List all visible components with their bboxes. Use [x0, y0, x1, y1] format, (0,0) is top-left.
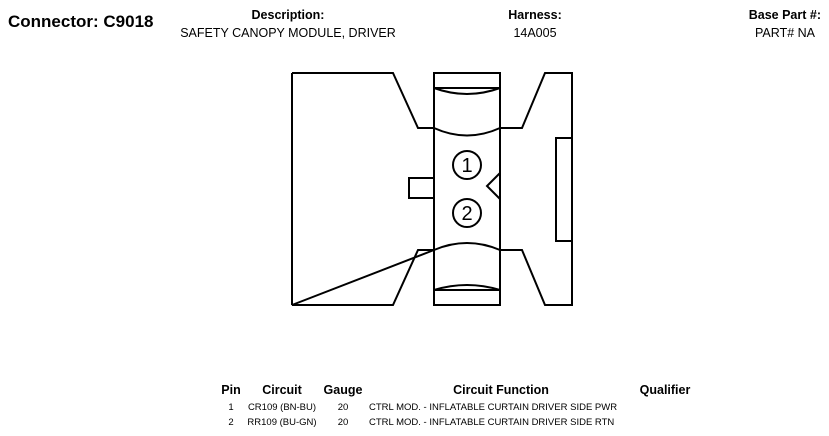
pin-2-circle: [452, 198, 482, 228]
pin-1-label: 1: [461, 155, 472, 177]
connector-label: Connector:: [8, 12, 99, 31]
col-header-gauge: Gauge: [323, 383, 363, 397]
col-header-pin: Pin: [221, 383, 241, 397]
row-circuit: CR109 (BN-BU): [247, 402, 317, 413]
connector-latch: [555, 137, 573, 242]
row-gauge: 20: [337, 402, 349, 413]
harness-value: 14A005: [513, 26, 557, 40]
pin-2-label: 2: [461, 203, 472, 225]
connector-top-cap: [433, 87, 501, 95]
row-gauge: 20: [337, 417, 349, 428]
row-function: CTRL MOD. - INFLATABLE CURTAIN DRIVER SI…: [369, 417, 615, 428]
connector-bottom-cap: [433, 284, 501, 291]
row-pin: 2: [228, 417, 234, 428]
harness-label: Harness:: [508, 8, 562, 22]
row-circuit: RR109 (BU-GN): [247, 417, 317, 428]
col-header-qualifier: Qualifier: [639, 383, 691, 397]
connector-notch-left: [408, 177, 434, 199]
connector-title: Connector: C9018: [8, 12, 154, 32]
col-header-circuit: Circuit: [262, 383, 302, 397]
description-label: Description:: [251, 8, 325, 22]
col-header-function: Circuit Function: [453, 383, 549, 397]
connector-center-column: [433, 72, 501, 306]
base-part-label: Base Part #:: [748, 8, 821, 22]
connector-notch-right: [485, 172, 501, 200]
row-pin: 1: [228, 402, 234, 413]
connector-left-body-bottom: [291, 73, 435, 306]
connector-lower-curve: [433, 242, 501, 251]
connector-upper-curve: [433, 127, 501, 137]
row-function: CTRL MOD. - INFLATABLE CURTAIN DRIVER SI…: [369, 402, 618, 413]
connector-right-body: [500, 72, 573, 306]
pin-1-circle: [452, 150, 482, 180]
description-value: SAFETY CANOPY MODULE, DRIVER: [180, 26, 396, 40]
connector-left-body: [292, 72, 434, 129]
base-part-value: PART# NA: [755, 26, 815, 40]
connector-id: C9018: [103, 12, 154, 31]
